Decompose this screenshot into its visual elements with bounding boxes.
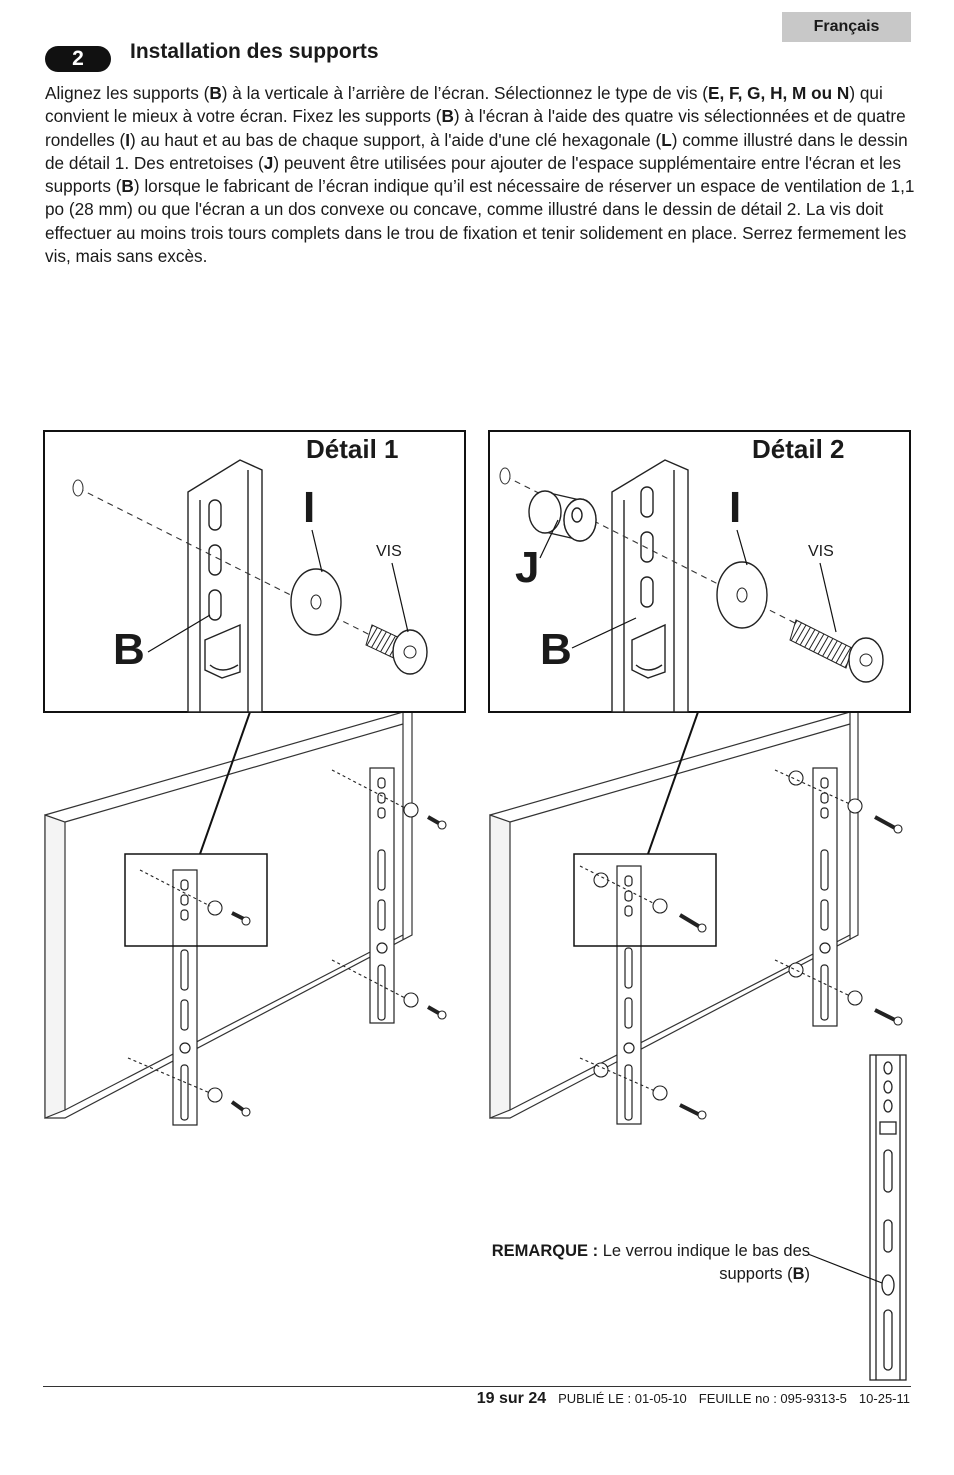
detail1-leader — [199, 711, 251, 855]
note-text: REMARQUE : Le verrou indique le bas des … — [491, 1242, 810, 1283]
instructions-paragraph: Alignez les supports (B) à la verticale … — [45, 83, 915, 267]
screen-back-left — [44, 711, 413, 1119]
detail2-bracket-label: B — [540, 625, 572, 674]
detail2-leader — [647, 711, 699, 855]
detail2-zoom-box — [573, 853, 717, 947]
detail1-washer-label: I — [303, 483, 316, 532]
note-bracket — [869, 1054, 907, 1381]
screen-back-right — [489, 711, 859, 1119]
detail1-title: Détail 1 — [306, 434, 399, 464]
sheet-number: FEUILLE no : 095-9313-5 — [698, 1391, 847, 1406]
bracket-left-b — [369, 767, 395, 1024]
detail1-bracket-label: B — [113, 625, 145, 674]
note-leader — [807, 1253, 883, 1284]
detail1-bracket — [187, 459, 263, 713]
washers-screws-left — [127, 769, 447, 1117]
spacers-washers-screws-right — [579, 769, 903, 1120]
page-number: 19 sur 24 — [476, 1390, 547, 1407]
detail1-screw-label: VIS — [376, 543, 402, 560]
detail2-bracket — [611, 459, 689, 713]
detail1-washer-hole — [310, 594, 322, 610]
section-title: Installation des supports — [130, 40, 379, 63]
detail2-title: Détail 2 — [752, 434, 845, 464]
detail1-zoom-box — [124, 853, 268, 947]
published-date: PUBLIÉ LE : 01-05-10 — [558, 1391, 687, 1406]
detail2-spacer-label: J — [515, 543, 540, 592]
detail2-screw-label: VIS — [808, 543, 834, 560]
detail1-axis — [77, 487, 393, 647]
bracket-left-a — [172, 869, 198, 1126]
detail2-screw — [789, 619, 884, 683]
language-tab: Français — [782, 12, 911, 42]
footer: 19 sur 24 PUBLIÉ LE : 01-05-10 FEUILLE n… — [477, 1390, 910, 1408]
bracket-right-a — [616, 865, 642, 1125]
detail2-hole — [499, 467, 511, 485]
detail1-hole — [72, 479, 84, 497]
detail2-washer-hole — [736, 587, 748, 603]
footer-rule — [43, 1386, 911, 1387]
detail2-washer-label: I — [729, 483, 742, 532]
revision-date: 10-25-11 — [858, 1391, 910, 1406]
bracket-right-b — [812, 767, 838, 1027]
step-number-badge: 2 — [45, 46, 111, 72]
detail1-screw — [365, 624, 428, 675]
